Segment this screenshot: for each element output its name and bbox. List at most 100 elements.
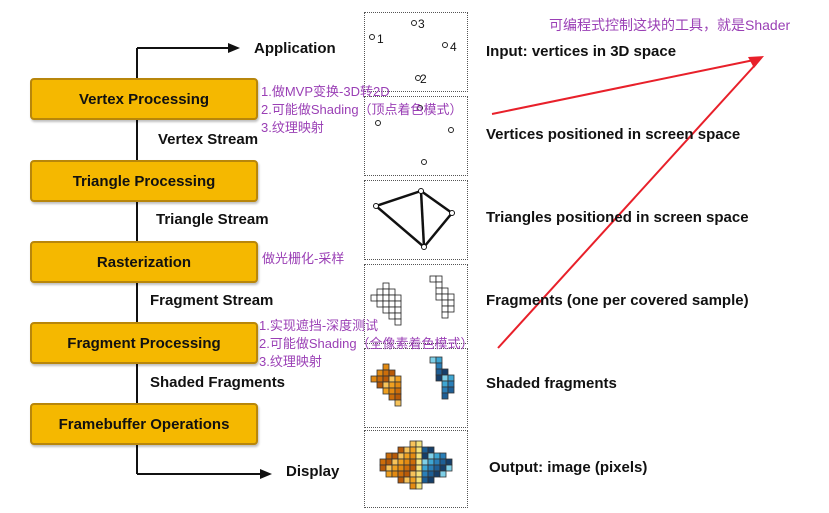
annotation-line: 3.纹理映射 (261, 120, 324, 135)
pixel-cell (403, 446, 411, 454)
vertex-number-4: 4 (450, 40, 457, 54)
pixel-cell (385, 458, 393, 466)
pixel-cell (382, 300, 390, 308)
pixel-cell (409, 440, 417, 448)
pixel-cell (439, 464, 447, 472)
stage-label: Triangle Processing (72, 172, 216, 190)
pixel-cell (394, 294, 402, 302)
pixel-cell (370, 375, 378, 383)
pixel-cell (397, 476, 405, 484)
pixel-cell (397, 470, 405, 478)
description-fragments: Fragments (one per covered sample) (486, 292, 749, 309)
description-input: Input: vertices in 3D space (486, 43, 677, 60)
pixel-cell (441, 374, 449, 382)
pixel-cell (379, 458, 387, 466)
pixel-cell (388, 393, 396, 401)
application-arrowhead (228, 43, 240, 53)
vertex-number-1: 1 (377, 32, 384, 46)
pixel-cell (394, 300, 402, 308)
stage-vertex-processing: Vertex Processing (30, 78, 258, 120)
pixel-cell (435, 281, 443, 289)
pixel-cell (415, 464, 423, 472)
pixel-cell (388, 294, 396, 302)
pixel-cell (433, 452, 441, 460)
panel-screen-vertices (364, 96, 468, 176)
triangle-mesh (373, 188, 455, 250)
panel-fragments (364, 264, 468, 344)
pixel-cell (382, 306, 390, 314)
pixel-cell (370, 294, 378, 302)
vertex-number-2: 2 (420, 72, 427, 86)
pixel-cell (394, 375, 402, 383)
pixel-cell (376, 300, 384, 308)
pixel-cell (388, 387, 396, 395)
annotation-line: 1.实现遮挡-深度测试 (259, 318, 379, 333)
pixel-cell (421, 452, 429, 460)
pixel-cell (441, 287, 449, 295)
pixel-cell (403, 476, 411, 484)
pixel-cell (447, 305, 455, 313)
pixel-cell (394, 318, 402, 326)
annotation-line: 1.做MVP变换-3D转2D (261, 84, 390, 99)
pixel-cell (415, 446, 423, 454)
pixel-cell (427, 458, 435, 466)
vertex-stream-label: Vertex Stream (158, 131, 259, 148)
pixel-cell (409, 446, 417, 454)
pixel-cell (427, 464, 435, 472)
screen-vertex-point (417, 105, 423, 111)
annotation-line: 2.可能做Shading（顶点着色模式） (261, 102, 463, 117)
pixel-cell (433, 464, 441, 472)
shaded-fragment-grid (370, 356, 455, 407)
pixel-cell (391, 452, 399, 460)
pixel-cell (394, 393, 402, 401)
pixel-cell (376, 375, 384, 383)
pixel-cell (403, 470, 411, 478)
pixel-cell (441, 386, 449, 394)
vertex-number-3: 3 (418, 17, 425, 31)
pixel-cell (382, 375, 390, 383)
pixel-cell (427, 452, 435, 460)
pixel-cell (445, 458, 453, 466)
triangle-stream-label: Triangle Stream (156, 211, 269, 228)
pixel-cell (429, 275, 437, 283)
screen-vertex-point (448, 127, 454, 133)
screen-vertex-point (421, 159, 427, 165)
pixel-cell (394, 381, 402, 389)
pixel-cell (441, 311, 449, 319)
pixel-cell (439, 452, 447, 460)
description-vertices: Vertices positioned in screen space (486, 126, 741, 143)
pixel-cell (441, 305, 449, 313)
annotation-line: 3.纹理映射 (259, 354, 322, 369)
panel-input-vertices (364, 12, 468, 92)
description-shaded: Shaded fragments (486, 375, 617, 392)
pixel-cell (382, 288, 390, 296)
pixel-cell (415, 482, 423, 490)
shaded-fragments-label: Shaded Fragments (150, 374, 286, 391)
vertex-point (411, 20, 417, 26)
pixel-cell (397, 446, 405, 454)
panel-output-image (364, 430, 468, 508)
pixel-cell (415, 476, 423, 484)
pixel-cell (391, 470, 399, 478)
pixel-cell (421, 458, 429, 466)
pixel-cell (441, 380, 449, 388)
pixel-cell (409, 458, 417, 466)
shader-annotation: 可编程式控制这块的工具，就是Shader (549, 17, 791, 33)
output-pixel-grid (379, 440, 453, 490)
pixel-cell (415, 440, 423, 448)
pixel-cell (385, 470, 393, 478)
pixel-cell (388, 306, 396, 314)
pixel-cell (388, 288, 396, 296)
pixel-cell (403, 452, 411, 460)
pixel-cell (388, 375, 396, 383)
raster-annotation: 做光栅化-采样 (262, 251, 345, 266)
pixel-cell (433, 470, 441, 478)
pixel-cell (441, 293, 449, 301)
pixel-cell (409, 482, 417, 490)
pixel-cell (421, 476, 429, 484)
pixel-cell (379, 464, 387, 472)
application-label: Application (254, 40, 336, 57)
pixel-cell (447, 380, 455, 388)
pixel-cell (394, 387, 402, 395)
pixel-cell (391, 464, 399, 472)
